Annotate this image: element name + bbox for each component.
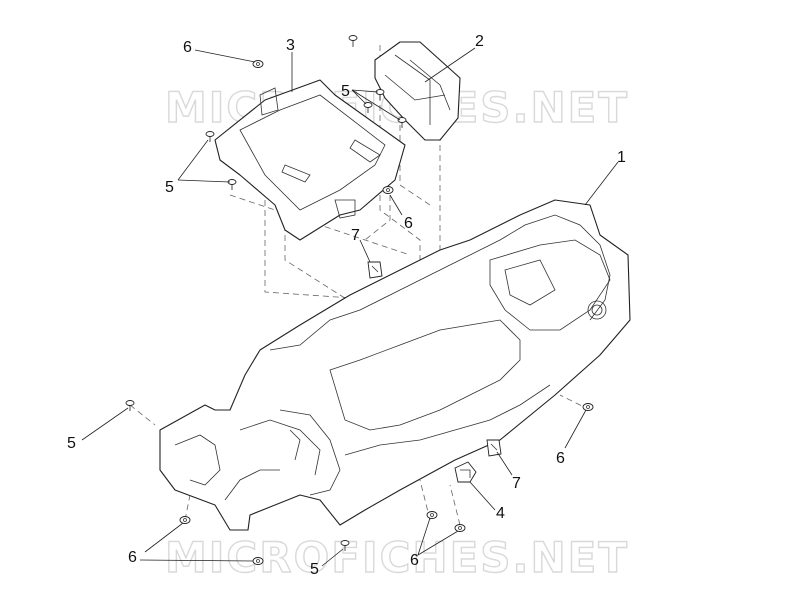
leader-lines: [81, 47, 619, 567]
washer-icon: [179, 516, 191, 524]
sensor-connector-part: [454, 461, 477, 483]
washer-icon: [252, 60, 264, 68]
screw-icon: [348, 35, 358, 47]
callout-4: 4: [496, 505, 505, 522]
washer-icon: [582, 403, 594, 411]
screw-fasteners: [125, 35, 407, 551]
fuse-bracket-part: [374, 41, 461, 141]
washer-fasteners: [179, 60, 594, 565]
callout-6-tray: 6: [404, 215, 413, 232]
screw-icon: [125, 400, 135, 411]
callout-7-right: 7: [512, 475, 521, 492]
callout-6-right: 6: [556, 450, 565, 467]
callout-7-top: 7: [351, 227, 360, 244]
screw-icon: [340, 540, 350, 551]
washer-icon: [252, 557, 264, 565]
callout-5-bottom: 5: [310, 561, 319, 578]
washer-icon: [426, 511, 438, 519]
callout-labels: 1 2 3 4 5 5 5 5 6 6 6 6 6 7 7: [67, 33, 626, 578]
washer-icon: [454, 524, 466, 532]
callout-5-lower-left: 5: [67, 435, 76, 452]
washer-icon: [382, 186, 394, 194]
callout-5-left: 5: [165, 179, 174, 196]
screw-icon: [397, 117, 407, 128]
screw-icon: [227, 179, 237, 190]
rear-undertray-part: [159, 199, 631, 531]
callout-1: 1: [617, 149, 626, 166]
clip-icon: [367, 261, 383, 279]
callout-2: 2: [475, 33, 484, 50]
screw-icon: [205, 131, 215, 142]
battery-tray-part: [214, 79, 406, 241]
callout-6-bottom: 6: [410, 552, 419, 569]
callout-6-bottom-left: 6: [128, 549, 137, 566]
callout-6-top: 6: [183, 39, 192, 56]
clip-icon: [486, 439, 502, 457]
clip-fasteners: [367, 261, 502, 457]
callout-5-top: 5: [341, 83, 350, 100]
watermark-bottom: MICROFICHES.NET: [165, 533, 629, 582]
callout-3: 3: [286, 37, 295, 54]
